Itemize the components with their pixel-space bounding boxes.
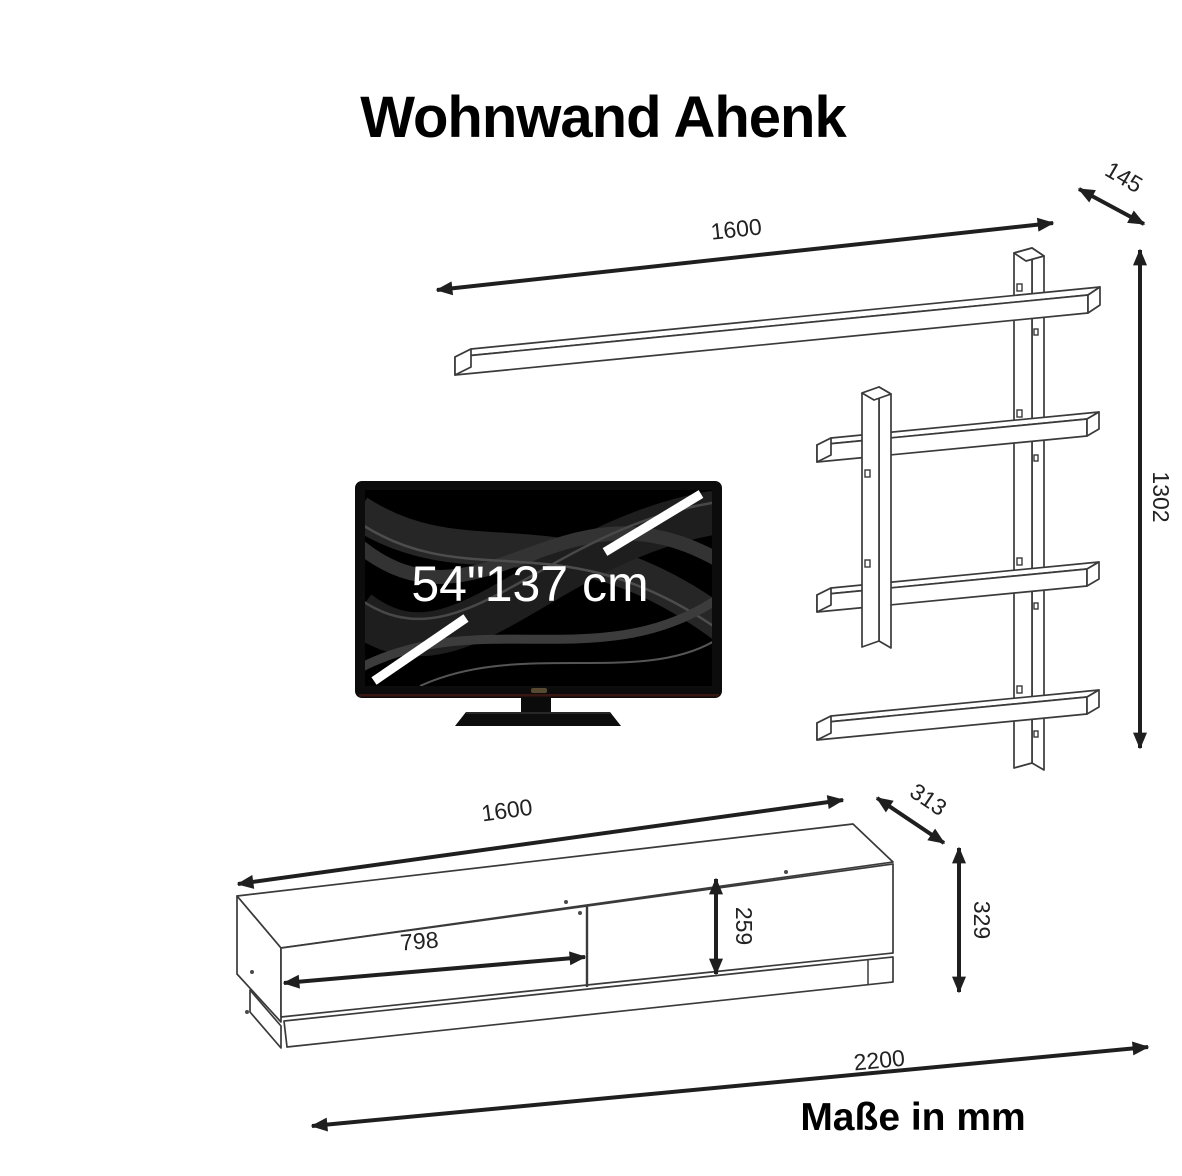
tv-bezel-accent [359, 694, 719, 697]
mounting-hole [864, 559, 871, 568]
dimension-label: 259 [731, 907, 757, 945]
wave-edge [365, 500, 712, 621]
diagonal-line-upper [602, 490, 704, 556]
tv-diagonal-measure [371, 490, 704, 685]
dimension-board-height: 329 [952, 846, 995, 994]
dimension-door-height: 259 [709, 877, 757, 976]
dimension-label: 2200 [853, 1045, 906, 1076]
wave-shape [365, 526, 712, 584]
dimension-label: 329 [969, 901, 995, 939]
dimension-board-width: 1600 [236, 794, 845, 889]
shelf-front-face [454, 294, 1089, 376]
shelf-right-plank [1013, 247, 1045, 771]
shelf-right-cap [1086, 411, 1100, 437]
dimension-label: 145 [1101, 156, 1147, 198]
dimension-door-width: 798 [282, 926, 587, 989]
wave-edge [419, 639, 712, 686]
mounting-hole [1033, 602, 1039, 610]
mounting-hole [864, 469, 871, 478]
dimension-label: 1302 [1148, 471, 1174, 522]
shelf-top-board [454, 286, 1101, 376]
mounting-hole [1016, 409, 1023, 418]
dimension-label: 313 [905, 778, 951, 821]
mounting-hole [1033, 730, 1039, 738]
shelf-right-cap [1087, 286, 1101, 314]
mounting-hole [1016, 685, 1023, 694]
diagonal-line-lower [371, 614, 469, 685]
shelf-board-2 [816, 561, 1100, 613]
tv-drawing: 54"137 cm [355, 481, 722, 726]
dimension-shelf-width: 1600 [435, 213, 1055, 296]
shelf-left-cap [816, 715, 832, 741]
dimension-board-depth: 313 [875, 778, 952, 845]
lowboard-side-panel [236, 895, 282, 1023]
dimension-shelf-depth: 145 [1077, 156, 1147, 226]
lowboard-drawing [236, 823, 894, 1049]
shelf-right-cap [1086, 561, 1100, 587]
dimension-arrow [282, 951, 587, 989]
screw-dot [784, 870, 788, 874]
plank-top-face [861, 386, 892, 401]
dimension-arrow [1077, 187, 1146, 226]
shelf-left-cap [816, 437, 832, 463]
shelf-left-plank [861, 386, 892, 649]
dimension-label: 1600 [480, 794, 534, 827]
dimension-arrow [310, 1041, 1150, 1132]
tv-size-label: 54"137 cm [411, 556, 648, 612]
mounting-hole [1016, 557, 1023, 566]
screw-dot [245, 1010, 249, 1014]
dimension-shelf-height: 1302 [1133, 248, 1174, 750]
dimension-label: 798 [399, 926, 439, 955]
plank-side-face [1031, 247, 1045, 771]
shelf-board-1 [816, 411, 1100, 463]
lowboard-side-plinth [249, 989, 282, 1049]
units-note: Maße in mm [800, 1096, 1026, 1139]
screw-dot [578, 911, 582, 915]
mounting-hole [1033, 454, 1039, 462]
screw-dot [564, 900, 568, 904]
shelf-left-cap [454, 348, 472, 376]
page-title: Wohnwand Ahenk [360, 85, 846, 150]
tv-stand-base [455, 712, 621, 726]
plank-side-face [878, 386, 892, 649]
dimension-arrow [435, 217, 1055, 296]
tv-brand-logo [531, 688, 547, 693]
shelf-board-3 [816, 689, 1100, 741]
lowboard-front-plinth [283, 956, 894, 1048]
mounting-hole [1033, 328, 1039, 336]
dimension-label: 1600 [709, 213, 763, 244]
wave-edge [365, 520, 712, 634]
shelf-right-cap [1086, 689, 1100, 715]
shelf-left-cap [816, 587, 832, 613]
plank-front-face [861, 386, 880, 648]
screw-dot [250, 970, 254, 974]
wall-shelf-drawing [454, 247, 1101, 771]
tv-stand-neck [521, 697, 551, 712]
wave-shape [365, 596, 712, 672]
dimension-total-width: 2200 [310, 1041, 1150, 1132]
dimension-arrow [875, 796, 946, 845]
dimension-arrow [236, 795, 845, 889]
